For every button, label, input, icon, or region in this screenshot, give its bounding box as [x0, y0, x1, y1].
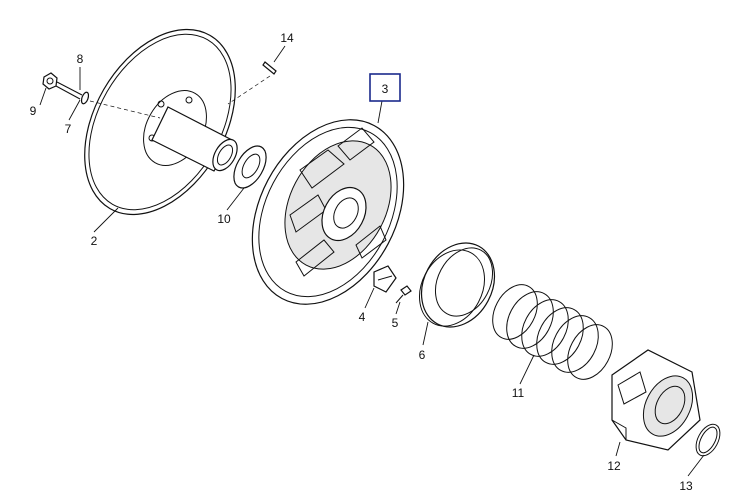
callout-13: 13 [679, 479, 693, 493]
part-2-fixed-sheave [84, 28, 238, 216]
callout-9: 9 [30, 104, 37, 118]
leader-5 [395, 301, 401, 315]
leader-6 [422, 321, 429, 346]
callout-7: 7 [65, 122, 72, 136]
callout-3-highlight-box [369, 73, 401, 102]
callout-8: 8 [77, 52, 84, 66]
callout-6: 6 [419, 348, 426, 362]
leader-10 [226, 187, 245, 211]
part-4-roller [373, 265, 397, 293]
part-11-spring [492, 284, 613, 380]
part-13-circlip [695, 423, 721, 457]
callout-12: 12 [607, 459, 621, 473]
callout-2: 2 [91, 234, 98, 248]
leader-3 [377, 100, 383, 124]
part-5-screw [395, 285, 412, 304]
part-3-movable-sheave [251, 119, 405, 305]
leader-4 [364, 287, 375, 309]
leader-9 [39, 87, 47, 106]
part-14-pin [227, 61, 277, 105]
leader-13 [687, 454, 705, 477]
leader-12 [615, 441, 621, 457]
callout-3: 3 [382, 82, 389, 96]
callout-10: 10 [217, 212, 231, 226]
callout-5: 5 [392, 316, 399, 330]
leader-14 [273, 45, 286, 63]
part-10-washer [233, 145, 267, 189]
callout-14: 14 [280, 31, 294, 45]
callout-11: 11 [512, 386, 525, 400]
part-7-8-9-fasteners [42, 72, 161, 119]
leader-7 [68, 99, 81, 121]
leader-2 [93, 207, 119, 233]
leader-11 [519, 354, 535, 385]
part-6-ring [419, 242, 496, 328]
callout-4: 4 [359, 310, 366, 324]
part-12-cam [611, 349, 701, 451]
